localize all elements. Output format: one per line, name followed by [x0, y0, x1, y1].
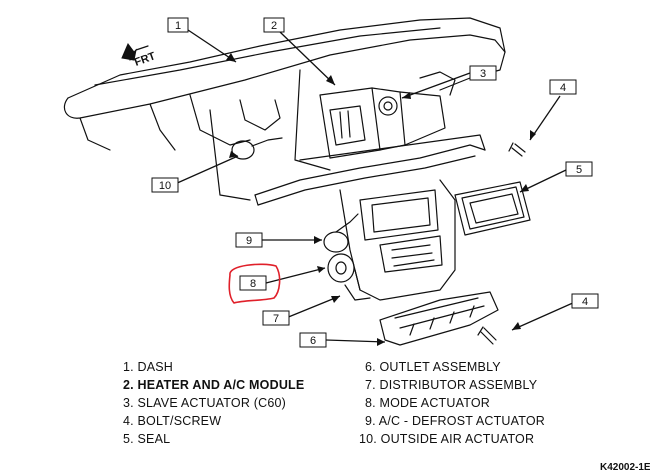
- svg-text:4: 4: [560, 82, 566, 94]
- legend-item-module: 2. HEATER AND A/C MODULE: [123, 378, 305, 392]
- legend-item-dash: 1. DASH: [123, 360, 174, 374]
- callout-7: 7: [262, 310, 290, 326]
- legend-item-seal: 5. SEAL: [123, 432, 171, 446]
- svg-text:8: 8: [250, 278, 256, 290]
- callout-2: 2: [263, 17, 285, 33]
- svg-text:6: 6: [310, 335, 316, 347]
- figure-id: K42002-1E: [600, 462, 650, 473]
- red-highlight-circle: [228, 263, 281, 304]
- arrow-icon: [121, 43, 137, 61]
- bolt-upper: [508, 142, 526, 157]
- callout-4-upper: 4: [549, 79, 577, 95]
- bolt-lower: [477, 326, 497, 345]
- legend-item-defrost-actuator: 9. A/C - DEFROST ACTUATOR: [365, 414, 546, 428]
- defrost-actuator-part: [323, 213, 359, 253]
- outside-air-actuator-part: [231, 137, 283, 160]
- callout-10: 10: [151, 177, 179, 193]
- callout-8: 8: [239, 275, 267, 291]
- callout-3: 3: [469, 65, 497, 81]
- svg-text:3: 3: [480, 68, 486, 80]
- arrowheads: [226, 53, 536, 346]
- heater-ac-module: [319, 71, 456, 159]
- mode-actuator-part: [327, 253, 355, 283]
- legend-item-bolt: 4. BOLT/SCREW: [123, 414, 222, 428]
- callout-5: 5: [565, 161, 593, 177]
- callout-9: 9: [235, 232, 263, 248]
- svg-text:2: 2: [271, 20, 277, 32]
- svg-text:1: 1: [175, 20, 181, 32]
- legend-item-outlet: 6. OUTLET ASSEMBLY: [365, 360, 501, 374]
- seal-part: [454, 181, 531, 236]
- legend-item-mode-actuator: 8. MODE ACTUATOR: [365, 396, 490, 410]
- leader-lines: [174, 29, 576, 343]
- dash-panel: [63, 17, 506, 201]
- svg-text:9: 9: [246, 235, 252, 247]
- svg-text:10: 10: [159, 180, 171, 192]
- legend-item-outside-air-actuator: 10. OUTSIDE AIR ACTUATOR: [359, 432, 535, 446]
- callout-4-lower: 4: [571, 293, 599, 309]
- legend-item-distributor: 7. DISTRIBUTOR ASSEMBLY: [365, 378, 538, 392]
- front-label: FRT: [133, 50, 157, 69]
- legend-item-slave-actuator: 3. SLAVE ACTUATOR (C60): [123, 396, 286, 410]
- svg-text:7: 7: [273, 313, 279, 325]
- svg-text:5: 5: [576, 164, 582, 176]
- svg-text:4: 4: [582, 296, 588, 308]
- callout-6: 6: [299, 332, 327, 348]
- front-marker: FRT: [121, 43, 157, 69]
- module-housing: [254, 134, 486, 301]
- callout-1: 1: [167, 17, 189, 33]
- outlet-assembly-part: [379, 291, 499, 346]
